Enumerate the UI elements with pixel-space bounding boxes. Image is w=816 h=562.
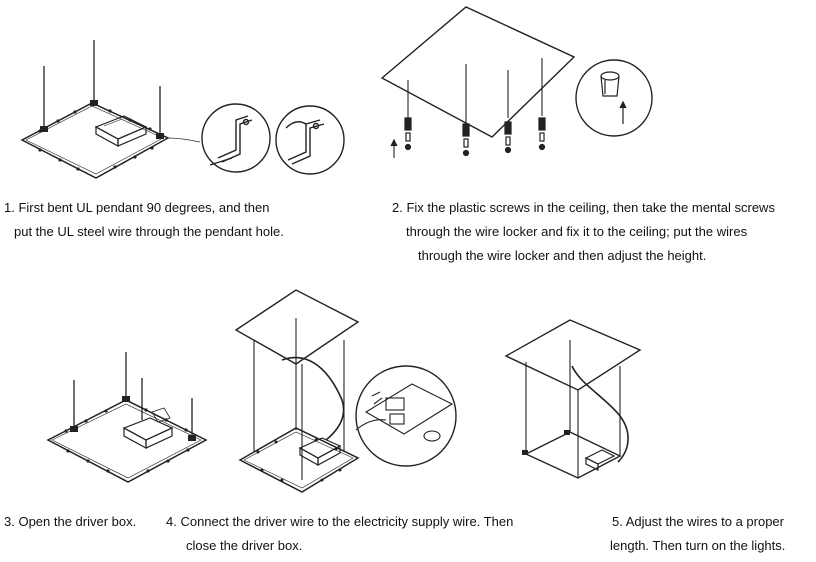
step2-wires (407, 58, 543, 124)
step4-caption: 4. Connect the driver wire to the electr… (166, 510, 513, 558)
step1-caption: 1. First bent UL pendant 90 degrees, and… (4, 196, 284, 244)
step1-driver-box (94, 115, 148, 148)
step4-zoom-circle (355, 365, 457, 467)
step5-caption-line-1: 5. Adjust the wires to a proper (612, 514, 784, 529)
step1-caption-line-1: 1. First bent UL pendant 90 degrees, and… (4, 200, 270, 215)
step5-illustration (504, 319, 642, 479)
step3-caption: 3. Open the driver box. (4, 510, 136, 534)
step1-illustration (20, 40, 345, 179)
step1-bracket-a (209, 115, 253, 166)
step1-wires (43, 40, 161, 138)
step1-bracket-b (285, 119, 325, 165)
step1-zoom-circle-a (201, 103, 271, 173)
step2-illustration (380, 6, 653, 158)
step5-caption: 5. Adjust the wires to a proper length. … (610, 510, 785, 558)
step4-zoom-detail (355, 383, 454, 442)
step5-panel (524, 431, 622, 479)
step1-panel-screws (38, 109, 154, 171)
step2-up-arrow (390, 138, 398, 158)
step2-caption-line-1: 2. Fix the plastic screws in the ceiling… (392, 200, 775, 215)
step5-driver-box (584, 449, 616, 471)
step4-supply-wire (281, 356, 345, 441)
step1-zoom-circle-b (275, 105, 345, 175)
step4-ceiling (234, 289, 360, 365)
step2-zoom-circle (575, 59, 653, 137)
step5-caption-line-2: length. Then turn on the lights. (610, 538, 786, 553)
step2-zoom-anchor (600, 71, 627, 124)
step2-caption: 2. Fix the plastic screws in the ceiling… (392, 196, 775, 268)
step3-illustration (46, 352, 208, 483)
step4-caption-line-2: close the driver box. (186, 538, 303, 553)
step4-illustration (234, 289, 457, 493)
step2-ceiling (380, 6, 576, 138)
step2-screw-anchors (404, 117, 546, 157)
step1-pendants (40, 100, 164, 139)
step3-panel (46, 399, 208, 483)
step5-wire (571, 365, 629, 463)
step1-caption-line-2: put the UL steel wire through the pendan… (14, 224, 284, 239)
step3-driver-box (122, 407, 174, 450)
step4-caption-line-1: 4. Connect the driver wire to the electr… (166, 514, 514, 529)
step4-panel (238, 427, 360, 493)
step3-caption-line-1: 3. Open the driver box. (4, 514, 137, 529)
step4-driver-box (298, 437, 342, 467)
step2-caption-line-2: through the wire locker and fix it to th… (406, 224, 748, 239)
step2-caption-line-3: through the wire locker and then adjust … (418, 248, 707, 263)
step5-ceiling (504, 319, 642, 391)
